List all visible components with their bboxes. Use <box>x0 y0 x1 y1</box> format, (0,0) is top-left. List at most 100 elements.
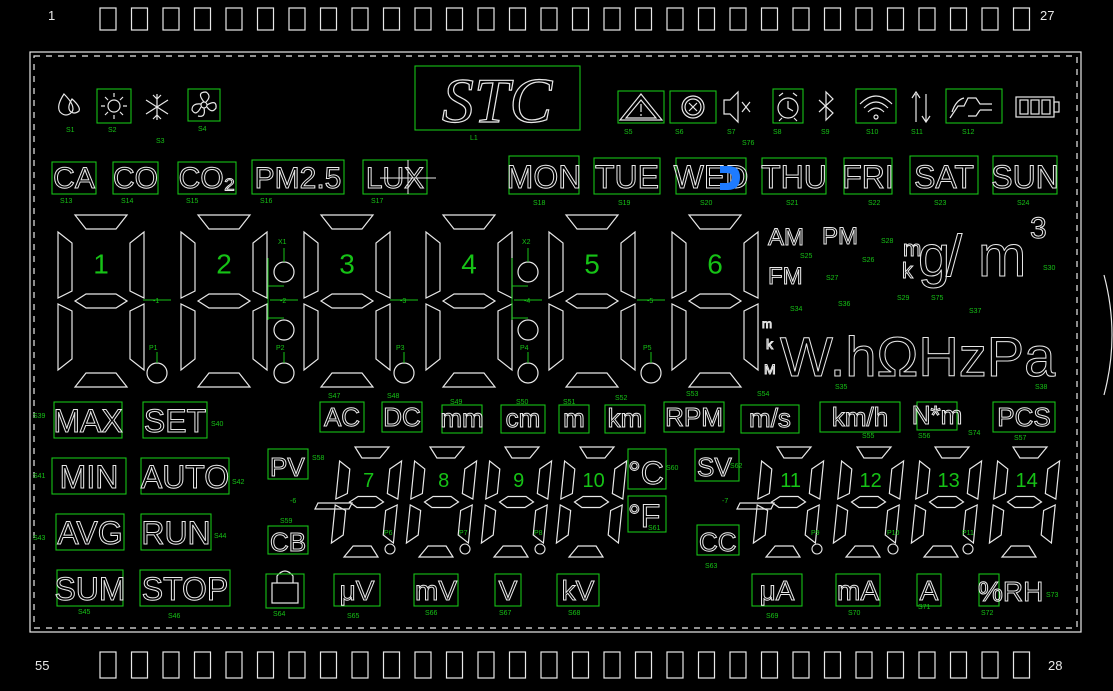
pin <box>162 7 180 31</box>
pin <box>477 7 495 31</box>
segment <box>319 372 375 388</box>
pin <box>823 7 842 31</box>
lower-digit-10: 10 <box>555 446 628 558</box>
segment <box>252 303 268 372</box>
bottom-unit-2-text: mV <box>415 575 457 606</box>
svg-text:S74: S74 <box>968 430 981 437</box>
sun-icon <box>96 88 132 124</box>
pin <box>99 651 117 679</box>
segment <box>564 214 620 230</box>
pin <box>855 651 873 679</box>
segment <box>1000 545 1038 558</box>
digit-number: 3 <box>339 248 355 279</box>
unit-milli-prefix: m <box>903 236 921 261</box>
svg-text:S2: S2 <box>108 127 117 134</box>
unit-4-text: m <box>563 403 585 433</box>
digit-number: 11 <box>780 470 801 492</box>
segment <box>687 293 743 309</box>
segment <box>1006 495 1043 509</box>
segment <box>564 293 620 309</box>
segment <box>497 230 513 299</box>
left-label-sum-text: SUM <box>54 571 125 607</box>
segment <box>687 214 743 230</box>
point-tag: P10 <box>887 530 900 537</box>
bottom-unit-3-tag: S67 <box>499 610 512 617</box>
unit-percent-rh-text: %RH <box>978 576 1043 607</box>
wifi-icon <box>855 88 897 124</box>
left-label-stop-tag: S46 <box>168 613 181 620</box>
lcd-outer-frame <box>29 51 1082 633</box>
pin <box>99 7 117 31</box>
pin <box>571 7 590 31</box>
colon-dot <box>517 261 539 283</box>
segment <box>548 230 564 299</box>
pin <box>981 651 999 679</box>
pin <box>540 7 558 31</box>
digit-number: 14 <box>1016 470 1038 492</box>
svg-text:-6: -6 <box>290 498 296 505</box>
pin <box>729 7 747 31</box>
unit-energy-label: W.hΩHzPa <box>780 325 1056 388</box>
decimal-point <box>534 543 546 555</box>
segment <box>497 303 513 372</box>
pin <box>540 651 558 679</box>
svg-text:S36: S36 <box>838 301 851 308</box>
bottom-unit-5-tag: S69 <box>766 613 779 620</box>
segment <box>743 230 759 299</box>
unit-0-tag: S47 <box>328 393 341 400</box>
segment <box>993 459 1009 500</box>
svg-text:S4: S4 <box>198 126 207 133</box>
segment <box>671 230 687 299</box>
pin <box>1012 7 1031 31</box>
am-label: AM <box>768 224 804 251</box>
svg-text:S6: S6 <box>675 129 684 136</box>
pin <box>571 651 590 679</box>
left-label-avg-tag: S43 <box>33 535 46 542</box>
left-label-max-text: MAX <box>53 403 122 439</box>
unit-9-text: N*m <box>912 400 963 430</box>
svg-text:S25: S25 <box>800 253 813 260</box>
point-tag: P9 <box>811 530 820 537</box>
gas-label-0-text: CA <box>53 162 95 195</box>
svg-text:S60: S60 <box>666 465 679 472</box>
pin <box>351 651 369 679</box>
unit-0-text: AC <box>324 402 360 432</box>
digit-number: 10 <box>583 470 605 492</box>
digit-number: 1 <box>93 248 109 279</box>
point-tag: P3 <box>396 345 405 352</box>
segment <box>962 504 978 545</box>
segment <box>492 545 530 558</box>
main-digit-6: 6 <box>671 214 759 388</box>
segment <box>1040 504 1056 545</box>
unit-6-tag: S53 <box>686 391 699 398</box>
left-label-max-tag: S39 <box>33 413 46 420</box>
pin <box>256 7 275 31</box>
weekday-5-text: SAT <box>914 159 974 195</box>
pv-label: PV <box>270 452 305 482</box>
segment <box>319 293 375 309</box>
segment <box>611 459 628 500</box>
logo-tag: L1 <box>470 135 478 142</box>
point-tag: P5 <box>643 345 652 352</box>
pin <box>792 651 810 679</box>
pm-label: PM <box>822 223 858 250</box>
pin <box>634 7 653 31</box>
segment <box>441 372 497 388</box>
left-label-run-tag: S44 <box>214 533 227 540</box>
segment <box>757 459 773 500</box>
segment <box>567 545 605 558</box>
lux-crosshair <box>380 160 436 194</box>
gas-label-3-tag: S16 <box>260 198 273 205</box>
sv-label: SV <box>697 452 732 482</box>
pin <box>351 7 369 31</box>
segment <box>375 230 391 299</box>
pin <box>949 7 968 31</box>
